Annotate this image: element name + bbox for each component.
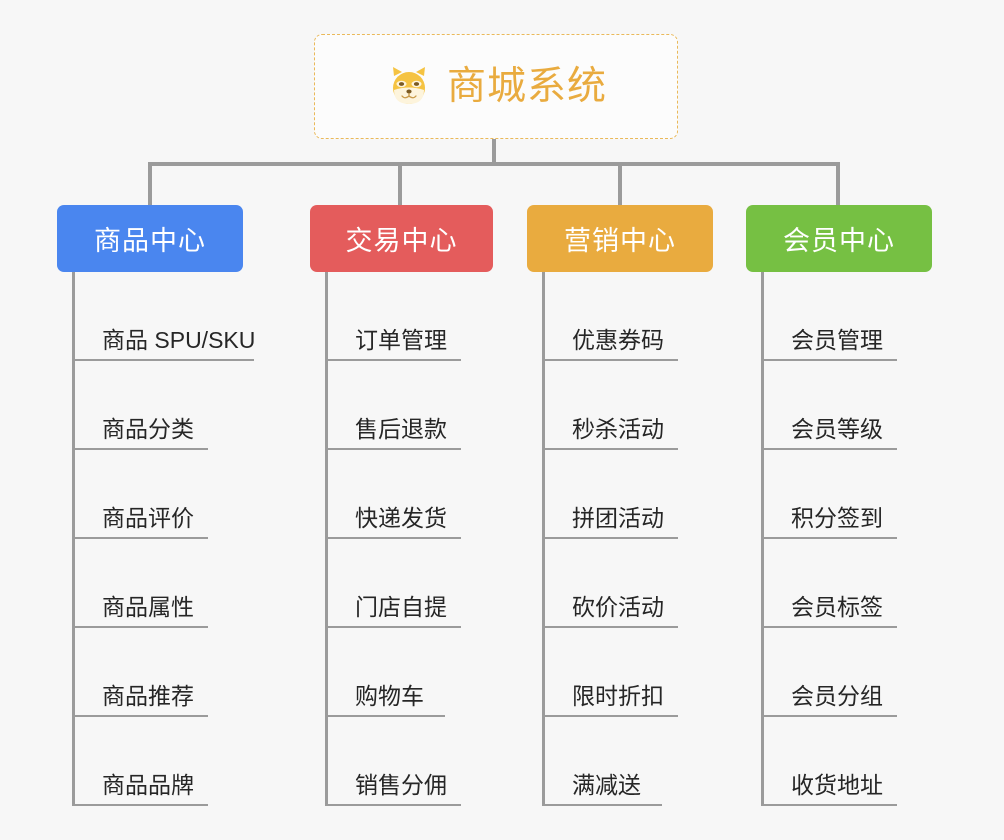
branch-drop-connector (148, 166, 152, 206)
shiba-dog-face-icon (385, 63, 433, 111)
leaf-item[interactable]: 拼团活动 (542, 450, 678, 539)
leaf-item[interactable]: 会员管理 (761, 272, 897, 361)
leaf-item-label: 快递发货 (355, 505, 447, 532)
leaf-item[interactable]: 商品评价 (72, 450, 208, 539)
leaf-item[interactable]: 砍价活动 (542, 539, 678, 628)
leaf-item[interactable]: 满减送 (542, 717, 662, 806)
branch-spine-connector (72, 272, 75, 806)
leaf-item[interactable]: 积分签到 (761, 450, 897, 539)
root-node[interactable]: 商城系统 (314, 34, 678, 139)
leaf-item-label: 订单管理 (355, 327, 447, 354)
leaf-item[interactable]: 商品属性 (72, 539, 208, 628)
leaf-item[interactable]: 商品分类 (72, 361, 208, 450)
leaf-item-label: 优惠券码 (572, 327, 664, 354)
category-label: 交易中心 (345, 226, 458, 256)
branch-drop-connector (836, 166, 840, 206)
leaf-item-label: 收货地址 (791, 772, 883, 799)
leaf-item[interactable]: 收货地址 (761, 717, 897, 806)
leaf-item-label: 秒杀活动 (572, 416, 664, 443)
leaf-item-label: 商品评价 (102, 505, 194, 532)
leaf-item[interactable]: 优惠券码 (542, 272, 678, 361)
leaf-item[interactable]: 会员标签 (761, 539, 897, 628)
category-box-1[interactable]: 商品中心 (57, 205, 243, 272)
leaf-item-label: 会员等级 (791, 416, 883, 443)
category-box-4[interactable]: 会员中心 (746, 205, 932, 272)
leaf-item-label: 拼团活动 (572, 505, 664, 532)
leaf-item-label: 砍价活动 (572, 594, 664, 621)
category-label: 商品中心 (94, 226, 206, 256)
branch-bus-connector (148, 162, 840, 166)
leaf-item-label: 商品属性 (102, 594, 194, 621)
leaf-item[interactable]: 秒杀活动 (542, 361, 678, 450)
leaf-item[interactable]: 购物车 (325, 628, 445, 717)
leaf-item[interactable]: 会员分组 (761, 628, 897, 717)
branch-spine-connector (761, 272, 764, 806)
leaf-item-label: 商品分类 (102, 416, 194, 443)
leaf-item[interactable]: 商品推荐 (72, 628, 208, 717)
leaf-item-label: 购物车 (355, 683, 424, 710)
leaf-item[interactable]: 销售分佣 (325, 717, 461, 806)
leaf-item-label: 商品推荐 (102, 683, 194, 710)
leaf-item-label: 门店自提 (355, 594, 447, 621)
leaf-item-label: 商品 SPU/SKU (102, 327, 256, 354)
leaf-item[interactable]: 会员等级 (761, 361, 897, 450)
leaf-item-label: 限时折扣 (572, 683, 664, 710)
leaf-item-label: 商品品牌 (102, 772, 194, 799)
branch-spine-connector (542, 272, 545, 806)
leaf-item[interactable]: 商品 SPU/SKU (72, 272, 256, 361)
leaf-item[interactable]: 订单管理 (325, 272, 461, 361)
leaf-item[interactable]: 快递发货 (325, 450, 461, 539)
category-box-2[interactable]: 交易中心 (310, 205, 493, 272)
leaf-item[interactable]: 限时折扣 (542, 628, 678, 717)
category-label: 营销中心 (564, 226, 676, 256)
leaf-item-label: 售后退款 (355, 416, 447, 443)
leaf-item[interactable]: 商品品牌 (72, 717, 208, 806)
leaf-item-label: 会员标签 (791, 594, 883, 621)
leaf-item-label: 销售分佣 (355, 772, 447, 799)
branch-spine-connector (325, 272, 328, 806)
leaf-item-label: 满减送 (572, 772, 641, 799)
branch-drop-connector (618, 166, 622, 206)
leaf-item[interactable]: 门店自提 (325, 539, 461, 628)
category-label: 会员中心 (783, 226, 895, 256)
leaf-item-label: 积分签到 (791, 505, 883, 532)
category-box-3[interactable]: 营销中心 (527, 205, 713, 272)
root-stem-connector (492, 139, 496, 164)
leaf-item-label: 会员分组 (791, 683, 883, 710)
branch-drop-connector (398, 166, 402, 206)
leaf-item-label: 会员管理 (791, 327, 883, 354)
root-title: 商城系统 (446, 65, 607, 108)
leaf-item[interactable]: 售后退款 (325, 361, 461, 450)
